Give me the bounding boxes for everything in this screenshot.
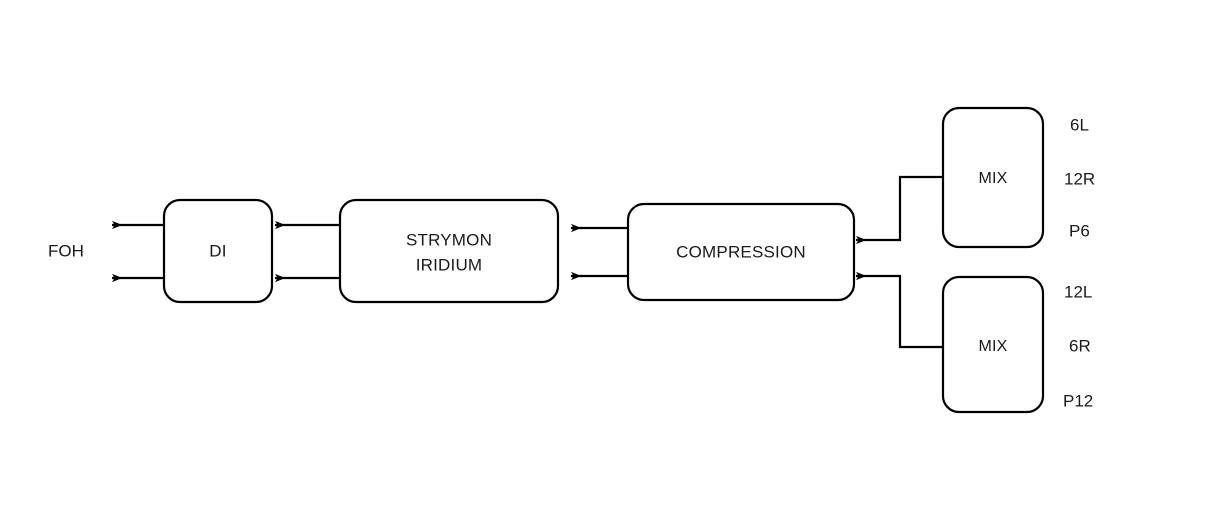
node-mix-top-label: MIX <box>978 170 1007 187</box>
node-mix-bottom-label: MIX <box>978 338 1007 355</box>
port-label-mix-top-2: P6 <box>1069 221 1090 240</box>
port-label-mix-top-0: 6L <box>1070 115 1089 134</box>
node-compression[interactable] <box>626 202 856 302</box>
node-di-label: DI <box>209 241 226 260</box>
edge-mixtop-to-compression <box>855 175 943 245</box>
node-strymon-label-line1: STRYMON <box>406 230 492 249</box>
port-label-mix-bottom-2: P12 <box>1063 391 1093 410</box>
node-strymon-label-line2: IRIDIUM <box>416 255 483 274</box>
edge-mixbottom-to-compression <box>855 271 943 349</box>
node-mix-top[interactable] <box>941 106 1045 249</box>
node-mix-bottom[interactable] <box>941 275 1045 414</box>
node-compression-label: COMPRESSION <box>676 242 806 261</box>
output-label-foh: FOH <box>48 241 84 260</box>
node-di[interactable] <box>162 198 274 304</box>
port-label-mix-bottom-1: 6R <box>1069 336 1091 355</box>
port-label-mix-bottom-0: 12L <box>1064 282 1092 301</box>
port-label-mix-top-1: 12R <box>1064 169 1095 188</box>
node-strymon-iridium[interactable] <box>338 198 560 304</box>
